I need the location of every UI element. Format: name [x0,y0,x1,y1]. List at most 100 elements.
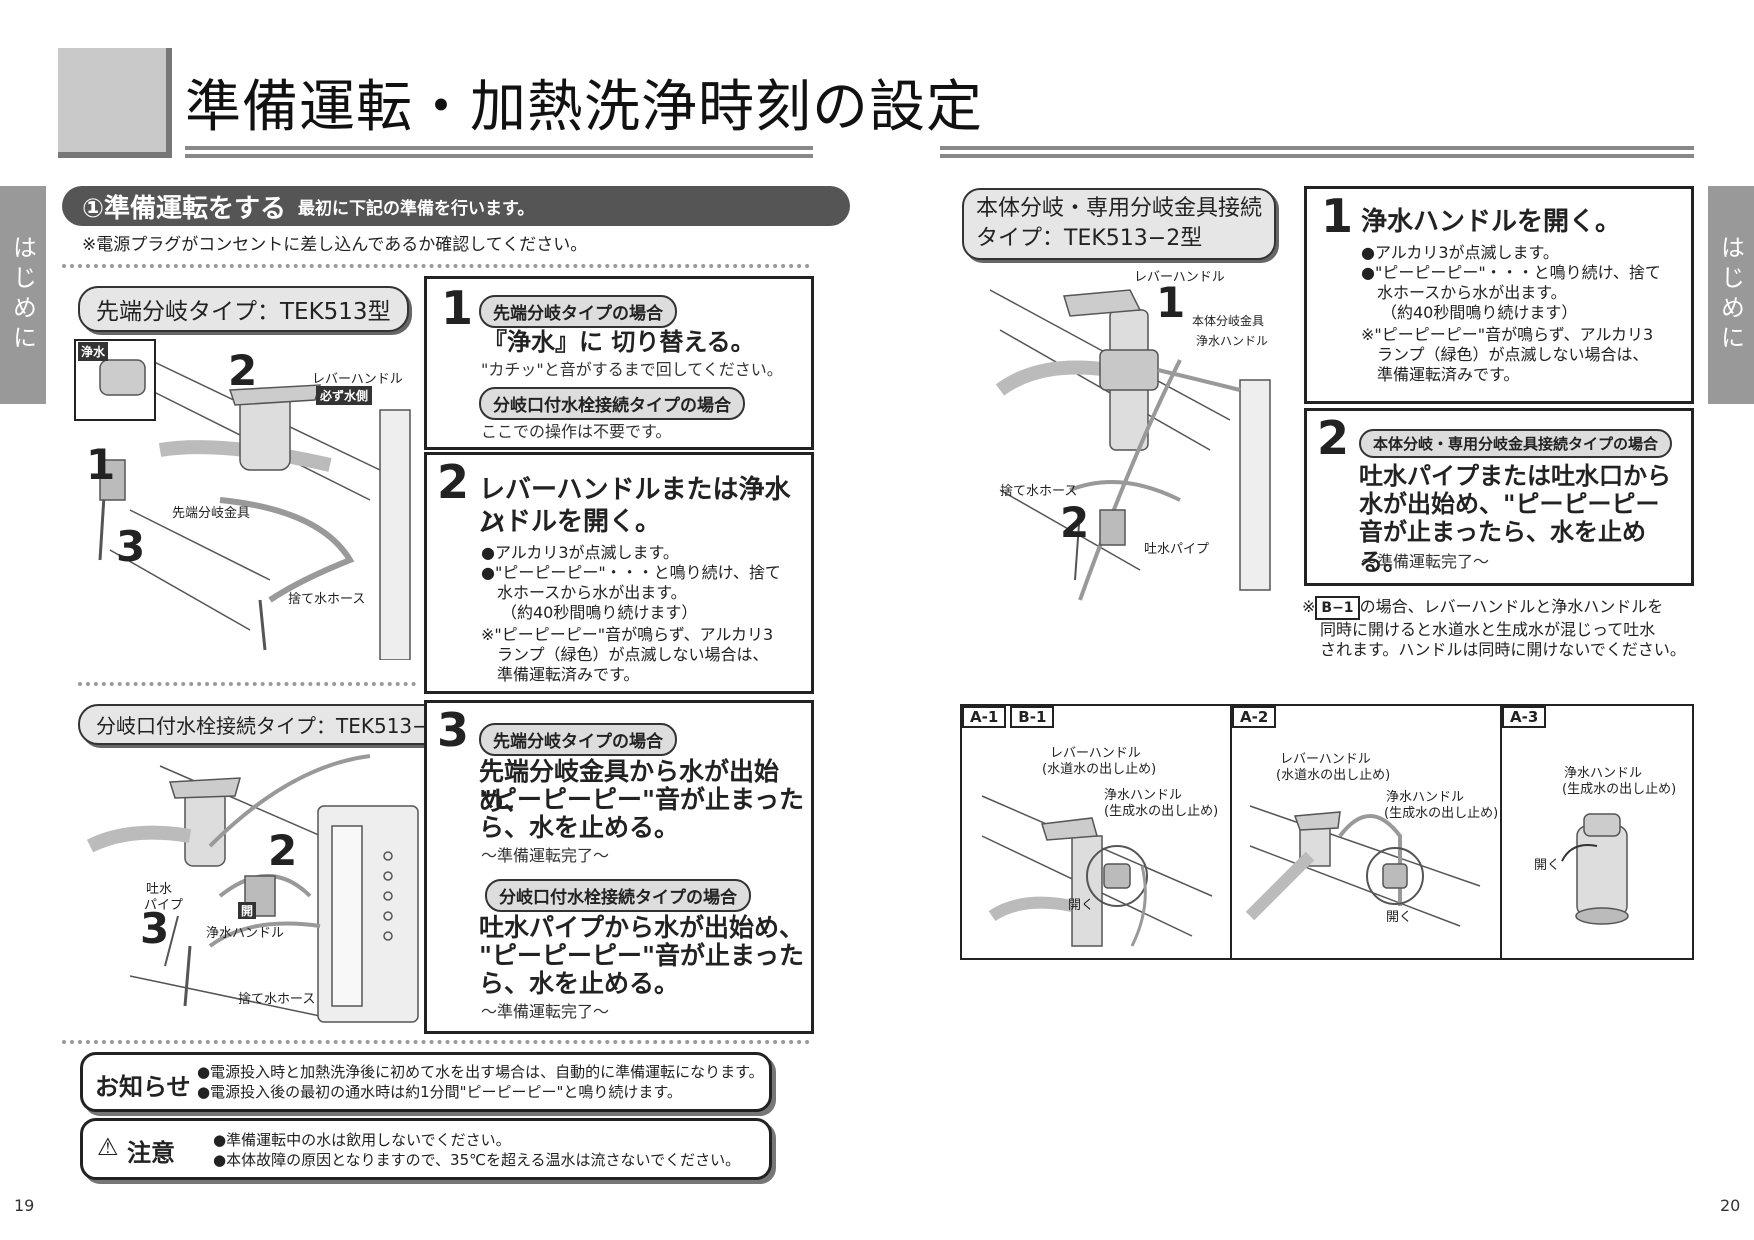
b1-note-line1: の場合、レバーハンドルと浄水ハンドルを [1359,597,1664,616]
badge-a2: A-2 [1232,706,1277,728]
section-note: ※電源プラグがコンセントに差し込んであるか確認してください。 [82,235,588,255]
step1-tag-branch: 分岐口付水栓接続タイプの場合 [479,387,745,420]
step2-number: 2 [437,455,470,509]
step3-main3: ら、水を止める。 [479,813,680,842]
illustration-branch-faucet [86,754,419,1023]
info-line2: ●電源投入後の最初の通水時は約1分間"ピーピーピー"と鳴り続けます。 [197,1083,682,1101]
badge-a1: A-1 [962,706,1007,728]
b1-note-line3: されます。ハンドルは同時に開けないでください。 [1320,640,1686,659]
badge-a3: A-3 [1502,706,1547,728]
step3-main2: "ピーピーピー"音が止まった [479,785,805,814]
rstep2-number: 2 [1317,411,1350,465]
table-cell-a3: A-3 浄水ハンドル (生成水の出し止め) 開く [1502,706,1692,958]
rstep1-bullet3: 水ホースから水が出ます。 [1377,283,1567,302]
side-tab-left: はじめに [0,186,46,404]
caution-label: 注意 [127,1139,175,1167]
illus2-number-3: 3 [140,904,170,953]
b1-badge: B−1 [1315,596,1360,620]
rstep1-note3: 準備運転済みです。 [1377,365,1520,384]
info-line1: ●電源投入時と加熱洗浄後に初めて水を出す場合は、自動的に準備運転になります。 [197,1063,764,1081]
step3-done2: 〜準備運転完了〜 [481,1002,610,1021]
step1-sub2: ここでの操作は不要です。 [481,422,672,441]
step1-main: 『浄水』に 切り替える。 [483,328,755,356]
step1-tag-tip: 先端分岐タイプの場合 [479,295,677,328]
label-pipe-3: 吐水パイプ [1144,542,1210,557]
step3-done1: 〜準備運転完了〜 [481,846,610,865]
illus1-number-3: 3 [116,522,146,571]
a1-open: 開く [1068,898,1095,913]
caution-box: ⚠ 注意 ●準備運転中の水は飲用しないでください。 ●本体故障の原因となりますの… [80,1118,772,1180]
section-heading-title: ①準備運転をする [82,193,287,224]
a2-open: 開く [1386,910,1413,925]
step2-box: 2 レバーハンドルまたは浄水ハ ンドルを開く。 ●アルカリ3が点滅します。 ●"… [424,452,814,694]
rstep1-box: 1 浄水ハンドルを開く。 ●アルカリ3が点滅します。 ●"ピーピーピー"・・・と… [1304,186,1694,404]
step2-note3: 準備運転済みです。 [497,665,640,684]
page-number-left: 19 [14,1196,35,1215]
b1-note-mark: ※ [1302,597,1316,616]
label-open: 開 [238,902,257,919]
table-cell-a2: A-2 レバーハンドル (水道水の出し止め) 浄水ハンドル (生成水の出し止め)… [1232,706,1502,958]
rstep2-box: 2 本体分岐・専用分岐金具接続タイプの場合 吐水パイプまたは吐水口から 水が出始… [1304,408,1694,586]
label-pipe-2: パイプ [144,898,184,913]
step3-main5: "ピーピーピー"音が止まった [479,941,805,970]
title-underline [185,146,813,158]
section-heading-sub: 最初に下記の準備を行います。 [298,198,535,219]
divider [78,682,416,686]
caution-line2: ●本体故障の原因となりますので、35℃を超える温水は流さないでください。 [213,1151,741,1169]
a2-lever: レバーハンドル [1280,752,1371,767]
illus3-number-1: 1 [1156,278,1186,327]
a3-handle-sub: (生成水の出し止め) [1562,782,1677,797]
caution-line1: ●準備運転中の水は飲用しないでください。 [213,1131,511,1149]
rstep2-done: 〜準備運転完了〜 [1361,552,1490,571]
illus3-number-2: 2 [1060,498,1090,547]
label-discard-hose-3: 捨て水ホース [1000,484,1078,499]
divider [62,1040,810,1044]
step3-tag-branch: 分岐口付水栓接続タイプの場合 [485,879,751,912]
a2-handle-sub: (生成水の出し止め) [1384,806,1499,821]
label-discard-hose: 捨て水ホース [288,592,366,607]
step3-main1: 先端分岐金具から水が出始め、 [479,757,780,816]
info-label: お知らせ [95,1073,191,1101]
step2-main2: ンドルを開く。 [479,507,662,537]
rstep2-tag: 本体分岐・専用分岐金具接続タイプの場合 [1359,429,1673,458]
type3-line2: タイプ：TEK513−2型 [976,226,1203,251]
a3-open: 開く [1534,858,1561,873]
rstep1-bullet4: （約40秒間鳴り続けます） [1381,303,1578,322]
step1-sub: "カチッ"と音がするまで回してください。 [481,360,783,379]
label-lever-handle: レバーハンドル [312,372,403,387]
step2-main1: レバーハンドルまたは浄水ハ [479,475,791,539]
illustration-body-branch [989,289,1271,601]
page-title: 準備運転・加熱洗浄時刻の設定 [185,75,983,140]
step2-note1: ※"ピーピーピー"音が鳴らず、アルカリ3 [481,625,774,644]
step1-number: 1 [441,281,474,335]
rstep1-number: 1 [1321,189,1354,243]
a2-lever-sub: (水道水の出し止め) [1276,768,1391,783]
a1-lever-sub: (水道水の出し止め) [1042,762,1157,777]
type2-label: 分岐口付水栓接続タイプ：TEK513−1型 [78,704,480,745]
label-discard-hose-2: 捨て水ホース [238,992,316,1007]
label-must-water: 必ず水側 [316,386,373,405]
section-heading: ①準備運転をする 最初に下記の準備を行います。 [62,186,850,226]
label-pipe-1: 吐水 [146,882,173,897]
badge-b1: B-1 [1010,706,1055,728]
info-box: お知らせ ●電源投入時と加熱洗浄後に初めて水を出す場合は、自動的に準備運転になり… [80,1052,772,1112]
page-number-right: 20 [1720,1196,1741,1215]
a3-handle: 浄水ハンドル [1564,766,1643,781]
a1-lever: レバーハンドル [1050,746,1141,761]
step2-bullet2: ●"ピーピーピー"・・・と鳴り続け、捨て [481,563,781,582]
step2-note2: ランプ（緑色）が点滅しない場合は、 [497,645,769,664]
illustration-a2 [1245,805,1481,927]
rstep1-bullet1: ●アルカリ3が点滅します。 [1361,243,1559,262]
a1-handle-sub: (生成水の出し止め) [1104,804,1219,819]
step2-bullet4: （約40秒間鳴り続けます） [501,603,698,622]
label-lever-handle-3: レバーハンドル [1134,270,1225,285]
type1-label: 先端分岐タイプ：TEK513型 [78,286,409,332]
type3-label: 本体分岐・専用分岐金具接続 タイプ：TEK513−2型 [962,188,1277,260]
rstep1-note1: ※"ピーピーピー"音が鳴らず、アルカリ3 [1361,325,1654,344]
side-tab-right: はじめに [1708,186,1754,404]
rstep1-bullet2: ●"ピーピーピー"・・・と鳴り続け、捨て [1361,263,1661,282]
step3-tag-tip: 先端分岐タイプの場合 [479,723,677,756]
